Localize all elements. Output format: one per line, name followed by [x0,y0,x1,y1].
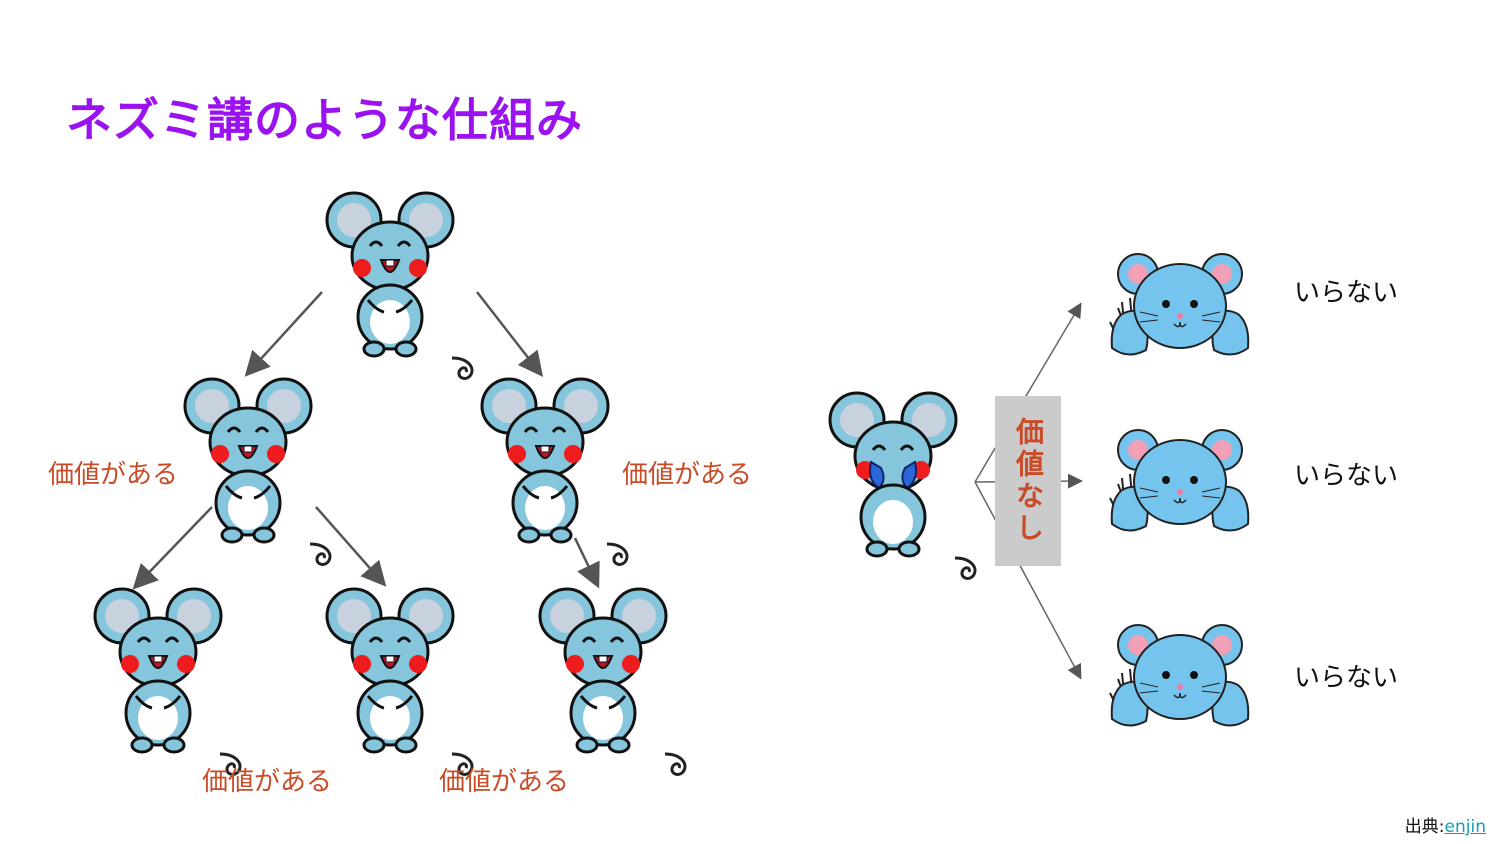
source-credit: 出典:enjin [1405,812,1486,837]
pyramid-arrows [132,291,600,590]
arrow-to-refuse-3 [974,481,1082,680]
source-link[interactable]: enjin [1444,817,1486,837]
mouse-refusing-2 [1109,429,1250,532]
mouse-mid-left [183,377,332,566]
label-value-mid-right: 価値がある [622,460,753,490]
mouse-bottom-2 [325,587,474,776]
arrow-to-refuse-1 [974,302,1082,483]
page-title: ネズミ講のような仕組み [66,93,583,147]
mouse-bottom-3 [538,587,687,776]
arrow-top-to-left [244,291,323,377]
label-value-bottom-2: 価値がある [439,767,570,797]
label-not-needed-2: いらない [1294,461,1399,491]
no-value-box: 価値なし [995,396,1061,566]
arrow-right-to-bottom-3 [573,537,600,589]
mouse-crying [828,391,977,580]
mouse-top [325,191,474,380]
source-prefix: 出典: [1404,817,1445,837]
label-value-mid-left: 価値がある [48,460,179,490]
label-value-bottom-1: 価値がある [202,767,333,797]
arrow-left-to-bottom-2 [315,506,387,587]
no-value-label: 価値なし [1012,417,1045,545]
mouse-refusing-1 [1109,253,1250,356]
label-not-needed-3: いらない [1294,663,1399,693]
arrow-left-to-bottom-1 [132,506,213,590]
mouse-refusing-3 [1109,624,1250,727]
arrow-top-to-right [476,291,544,377]
mouse-bottom-1 [93,587,242,776]
mouse-mid-right [480,377,629,566]
label-not-needed-1: いらない [1294,278,1399,308]
